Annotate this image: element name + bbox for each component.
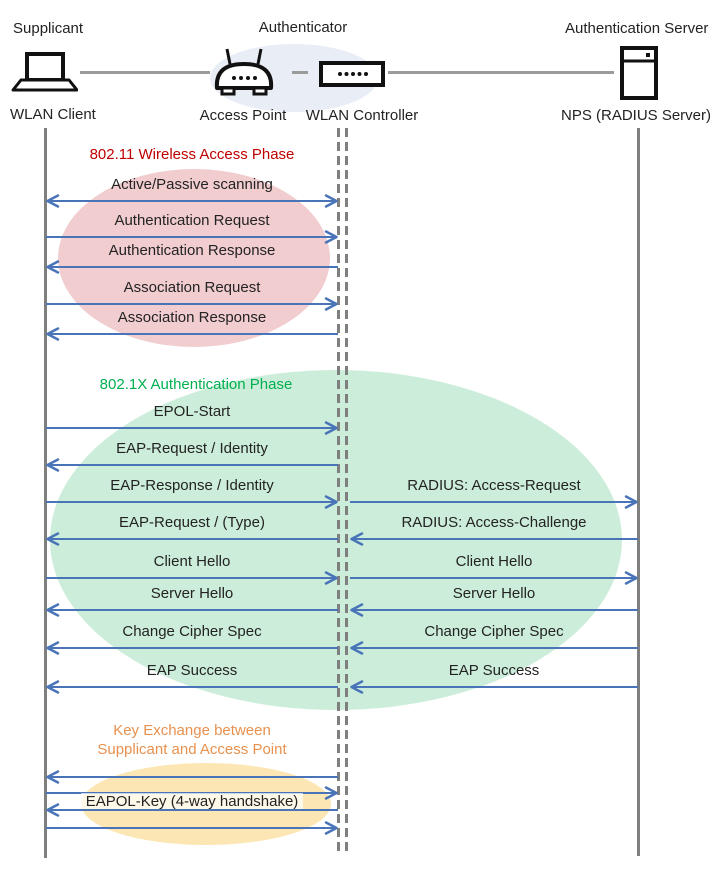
message-arrow-both — [46, 194, 338, 208]
message-label: Authentication Request — [114, 212, 270, 229]
message-arrow-right — [46, 495, 338, 509]
message-label: EAP-Request / (Type) — [119, 514, 265, 531]
message-label: Association Response — [117, 309, 267, 326]
message-arrow-left — [46, 680, 338, 694]
message-label: Change Cipher Spec — [122, 623, 262, 640]
message-arrow-left — [46, 803, 338, 817]
message-arrow-right — [46, 821, 338, 835]
message-arrow-left — [46, 603, 338, 617]
message-arrow-right — [46, 421, 338, 435]
phase-ellipse-80211 — [58, 169, 330, 347]
device-label-wlan-client: WLAN Client — [10, 106, 96, 123]
message-label: EAP Success — [448, 662, 540, 679]
message-label: Authentication Response — [108, 242, 276, 259]
controller-box-icon — [319, 61, 385, 87]
message-label: EAP-Request / Identity — [116, 440, 268, 457]
nps-lifeline — [637, 128, 640, 856]
message-arrow-left — [350, 603, 638, 617]
message-arrow-left — [46, 458, 338, 472]
message-label: Association Request — [123, 279, 261, 296]
message-label: Server Hello — [452, 585, 536, 602]
connector-line — [388, 71, 614, 74]
phase-title-key-exchange-line2: Supplicant and Access Point — [97, 741, 287, 758]
device-label-access-point: Access Point — [199, 107, 287, 124]
message-arrow-left — [46, 770, 338, 784]
message-arrow-left — [350, 680, 638, 694]
phase-title-key-exchange: Key Exchange between Supplicant and Acce… — [46, 721, 338, 759]
connector-line — [80, 71, 210, 74]
phase-title-key-exchange-line1: Key Exchange between — [113, 722, 271, 739]
message-arrow-left — [350, 641, 638, 655]
device-label-nps: NPS (RADIUS Server) — [560, 107, 712, 124]
message-label: EAP Success — [146, 662, 238, 679]
message-arrow-left — [46, 327, 338, 341]
phase-title-80211: 802.11 Wireless Access Phase — [89, 146, 295, 163]
message-label: Active/Passive scanning — [111, 176, 273, 193]
message-arrow-right — [350, 495, 638, 509]
message-label: EAPOL-Key (4-way handshake) — [46, 792, 338, 812]
phase-title-8021x: 802.1X Authentication Phase — [99, 376, 293, 393]
message-arrow-right — [350, 571, 638, 585]
wlan-controller-lifeline — [337, 128, 340, 851]
role-label-authenticator: Authenticator — [258, 19, 348, 36]
message-label: RADIUS: Access-Request — [407, 477, 581, 494]
role-label-authentication-server: Authentication Server — [565, 20, 709, 37]
message-arrow-right — [46, 571, 338, 585]
message-arrow-left — [46, 641, 338, 655]
device-label-wlan-controller: WLAN Controller — [305, 107, 419, 124]
wlan-client-lifeline — [44, 128, 47, 858]
message-arrow-left — [46, 260, 338, 274]
wlan-controller-lifeline — [345, 128, 348, 851]
message-label: EPOL-Start — [153, 403, 231, 420]
role-label-supplicant: Supplicant — [13, 20, 84, 37]
message-label: EAP-Response / Identity — [110, 477, 274, 494]
message-arrow-right — [46, 297, 338, 311]
message-label: Change Cipher Spec — [424, 623, 564, 640]
laptop-icon — [10, 52, 78, 94]
server-icon — [620, 46, 658, 100]
message-label: Client Hello — [153, 553, 231, 570]
connector-dash — [292, 71, 308, 74]
message-label: RADIUS: Access-Challenge — [401, 514, 587, 531]
message-label: Client Hello — [455, 553, 533, 570]
wireless-router-icon — [211, 47, 277, 97]
message-arrow-left — [46, 532, 338, 546]
message-label: Server Hello — [150, 585, 234, 602]
message-arrow-right — [46, 230, 338, 244]
message-arrow-left — [350, 532, 638, 546]
